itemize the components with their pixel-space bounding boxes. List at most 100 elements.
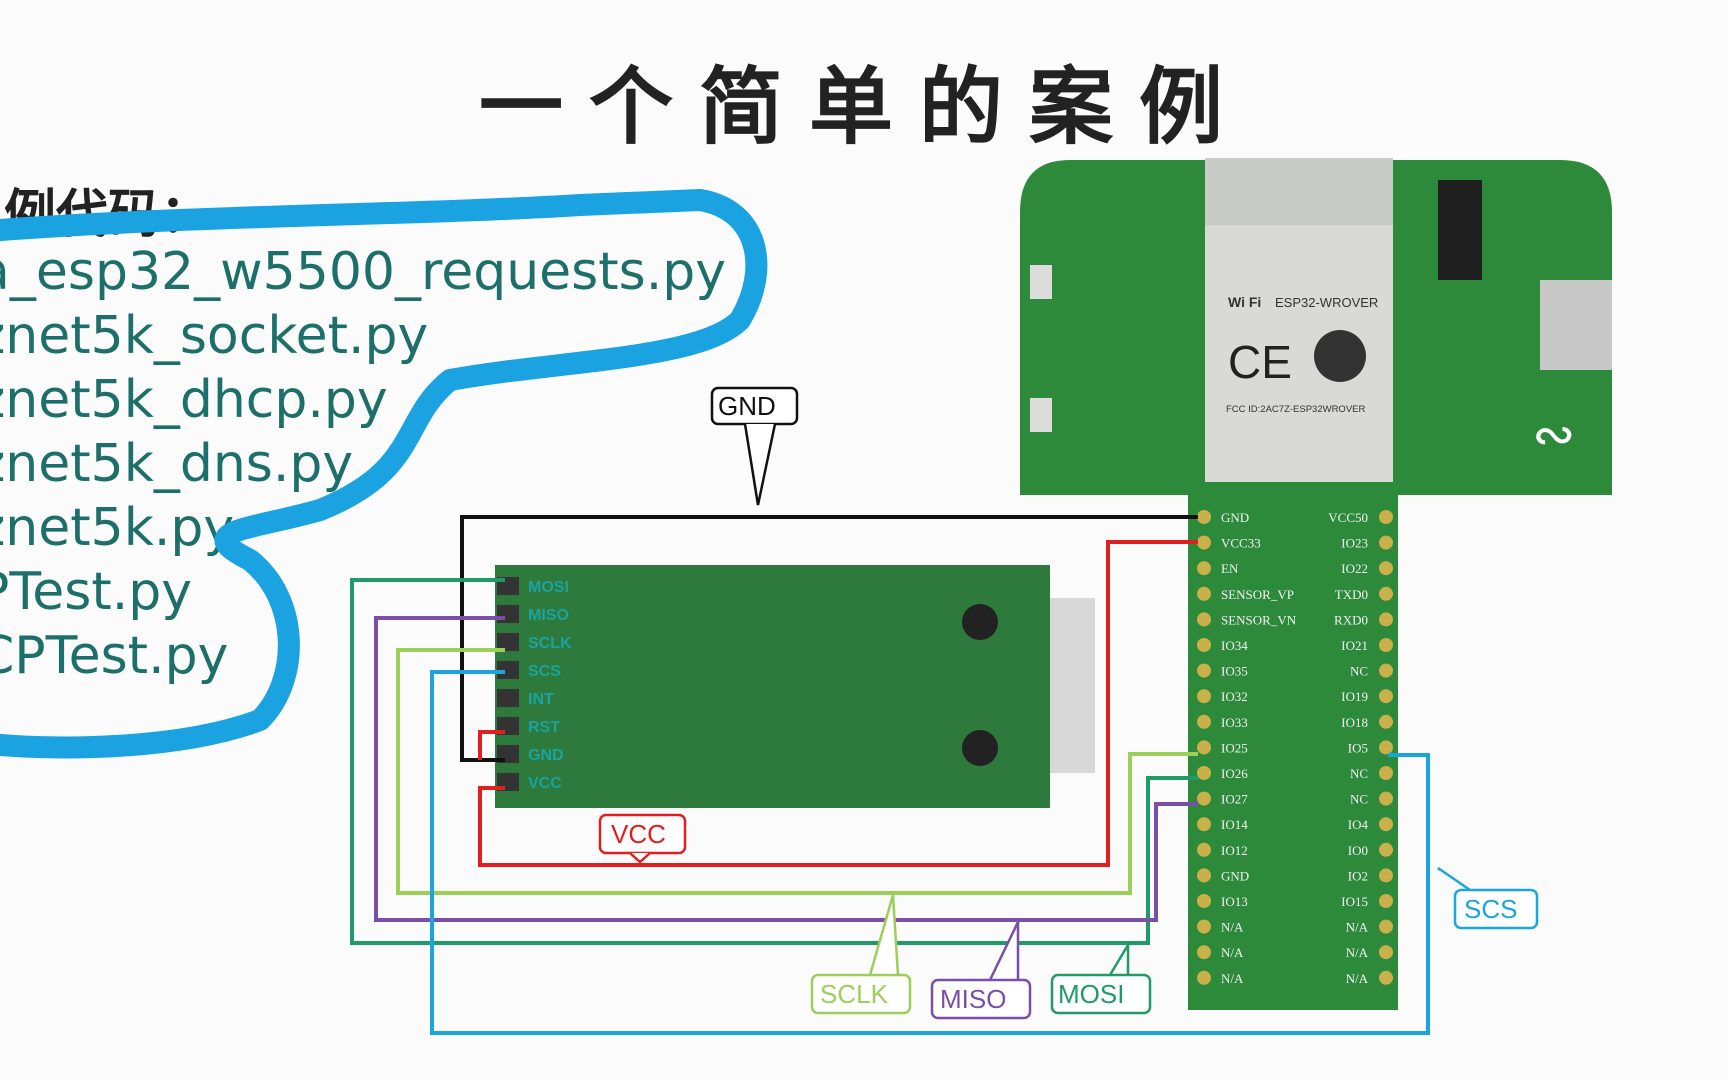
file-item: a_esp32_w5500_requests.py: [0, 242, 727, 302]
esp-right-pin-label: N/A: [1346, 971, 1369, 986]
esp-pin-pad: [1197, 638, 1211, 652]
esp-pin-pad: [1197, 894, 1211, 908]
esp-pin-pad: [1197, 919, 1211, 934]
esp-left-pin-label: EN: [1221, 561, 1239, 576]
page-title: 一个简单的案例: [478, 58, 1249, 156]
esp-left-pin-label: IO34: [1221, 638, 1248, 653]
esp-left-pin-label: IO25: [1221, 740, 1248, 755]
esp-right-pin-label: VCC50: [1328, 510, 1368, 525]
esp-left-pin-label: SENSOR_VP: [1221, 587, 1294, 602]
esp-pin-pad: [1379, 970, 1393, 985]
w5500-pin-label: MOSI: [528, 579, 569, 596]
esp-left-pin-label: IO35: [1221, 664, 1248, 679]
wire-vcc: [478, 540, 1198, 867]
esp-left-pin-label: GND: [1221, 510, 1249, 525]
file-item: znet5k_dhcp.py: [0, 370, 388, 430]
w5500-pin-header: [497, 661, 519, 679]
esp-right-pin-label: NC: [1350, 792, 1368, 807]
wire-sclk: [396, 648, 1198, 895]
esp-right-pin-label: NC: [1350, 664, 1368, 679]
esp-left-pin-label: IO14: [1221, 817, 1248, 832]
callout-sclk: SCLK: [810, 894, 912, 1015]
esp-pin-pad: [1379, 919, 1393, 934]
callout-scs: SCS: [1437, 866, 1539, 930]
esp-pin-pad: [1197, 714, 1211, 729]
w5500-pin-label: MISO: [528, 607, 569, 624]
ic-u1: [1438, 180, 1482, 280]
esp-right-pin-label: IO2: [1348, 868, 1368, 883]
esp-pin-pad: [1197, 766, 1211, 780]
callout-scs-label: SCS: [1464, 894, 1517, 924]
file-item: znet5k_dns.py: [0, 434, 354, 494]
w5500-pin-label: RST: [528, 719, 560, 736]
esp-pin-pad: [1379, 586, 1393, 601]
callout-vcc: VCC: [598, 813, 687, 864]
usb-port: [1540, 280, 1612, 370]
board-logo: ∾: [1532, 405, 1576, 465]
esp-pin-pad: [1379, 868, 1393, 883]
callout-miso-label: MISO: [940, 984, 1006, 1014]
file-item: znet5k_socket.py: [0, 306, 429, 366]
esp-pin-pad: [1379, 842, 1393, 857]
w5500-pin-label: VCC: [528, 775, 562, 792]
reset-button[interactable]: [1030, 265, 1052, 299]
esp-right-pin-label: IO5: [1348, 740, 1368, 755]
esp-pin-pad: [1379, 612, 1393, 627]
highlight-scribble: [0, 189, 768, 759]
esp-pin-pad: [1379, 894, 1393, 908]
esp-pin-pad: [1379, 510, 1393, 524]
esp-pin-pad: [1197, 945, 1211, 960]
esp-pin-pad: [1197, 817, 1211, 832]
esp-pin-pad: [1379, 740, 1393, 755]
esp-pin-pad: [1197, 535, 1211, 550]
file-item: PTest.py: [0, 562, 193, 622]
esp-right-pin-label: RXD0: [1334, 612, 1368, 627]
esp-right-pin-label: IO0: [1348, 843, 1368, 858]
esp-pin-pad: [1197, 970, 1211, 985]
esp-right-pin-label: IO15: [1341, 894, 1368, 909]
esp-left-pin-label: N/A: [1221, 971, 1244, 986]
module-name: ESP32-WROVER: [1275, 295, 1378, 310]
callout-gnd-label: GND: [718, 391, 776, 421]
esp-left-pin-label: IO27: [1221, 792, 1248, 807]
w5500-pin-header: [497, 605, 519, 623]
esp-pin-pad: [1379, 535, 1393, 550]
esp-right-pin-label: IO19: [1341, 689, 1368, 704]
esp-left-pin-label: IO33: [1221, 715, 1248, 730]
esp-pin-pad: [1379, 561, 1393, 576]
esp-pin-pad: [1379, 638, 1393, 652]
esp-left-pin-label: GND: [1221, 868, 1249, 883]
esp-right-pin-label: IO22: [1341, 561, 1368, 576]
esp-pin-pad: [1379, 766, 1393, 780]
esp-right-pin-label: TXD0: [1335, 587, 1368, 602]
esp-right-pin-label: IO23: [1341, 536, 1368, 551]
boot-button[interactable]: [1030, 398, 1052, 432]
antenna-area: [1205, 158, 1393, 228]
esp-right-pin-label: IO21: [1341, 638, 1368, 653]
espressif-logo: [1314, 330, 1366, 382]
esp-pin-pad: [1197, 842, 1211, 857]
esp-pin-pad: [1379, 817, 1393, 832]
file-list: a_esp32_w5500_requests.py znet5k_socket.…: [0, 240, 726, 688]
callout-gnd: GND: [710, 386, 799, 506]
w5500-pin-label: SCLK: [528, 635, 572, 652]
wire-gnd: [460, 515, 1198, 762]
esp-left-pin-label: IO13: [1221, 894, 1248, 909]
esp-left-pin-label: SENSOR_VN: [1221, 612, 1297, 627]
esp-right-pin-label: N/A: [1346, 945, 1369, 960]
file-item: CPTest.py: [0, 626, 229, 686]
callout-mosi: MOSI: [1050, 940, 1152, 1015]
callout-mosi-label: MOSI: [1058, 979, 1124, 1009]
esp-pin-pad: [1197, 740, 1211, 755]
esp-right-pin-label: N/A: [1346, 920, 1369, 935]
esp-pin-pad: [1379, 714, 1393, 729]
w5500-pin-label: GND: [528, 747, 564, 764]
w5500-pin-label: INT: [528, 691, 554, 708]
callout-sclk-label: SCLK: [820, 979, 889, 1009]
wire-scs: [430, 670, 1430, 1035]
esp-pin-pad: [1197, 510, 1211, 524]
file-item: znet5k.py: [0, 498, 235, 558]
ce-mark: CE: [1228, 336, 1292, 388]
esp-pin-pad: [1379, 689, 1393, 704]
